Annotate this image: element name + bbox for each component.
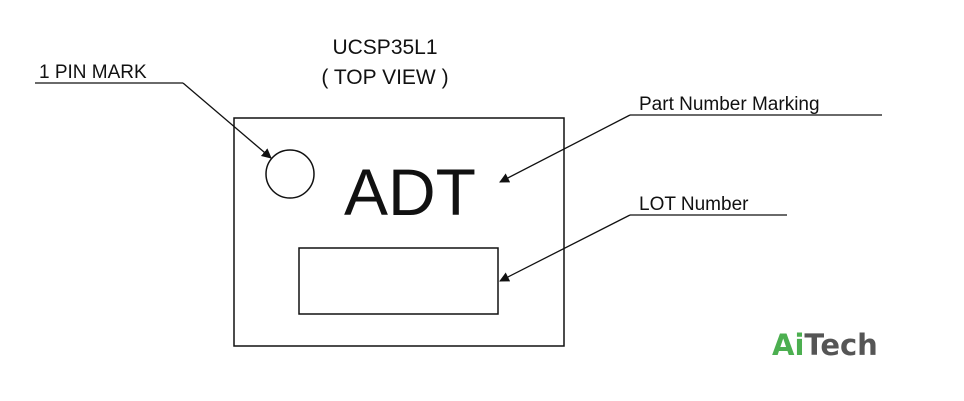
package-name: UCSP35L1	[332, 36, 437, 59]
pin-mark-leader-arrow	[182, 82, 272, 159]
view-caption: ( TOP VIEW )	[321, 66, 448, 89]
lot-number-box	[298, 247, 499, 315]
lot-number-label: LOT Number	[639, 194, 749, 215]
aitech-logo-tech: Tech	[804, 328, 877, 362]
aitech-logo-ai: Ai	[772, 328, 804, 362]
pin-mark-label: 1 PIN MARK	[39, 62, 147, 83]
chip-marking-text: ADT	[344, 155, 476, 229]
package-body	[233, 117, 565, 347]
aitech-logo: AiTech	[772, 328, 878, 362]
part-number-leader-arrow	[499, 114, 631, 183]
part-number-label: Part Number Marking	[639, 94, 820, 115]
pin-one-dot	[265, 149, 315, 199]
lot-number-leader-arrow	[499, 214, 631, 282]
